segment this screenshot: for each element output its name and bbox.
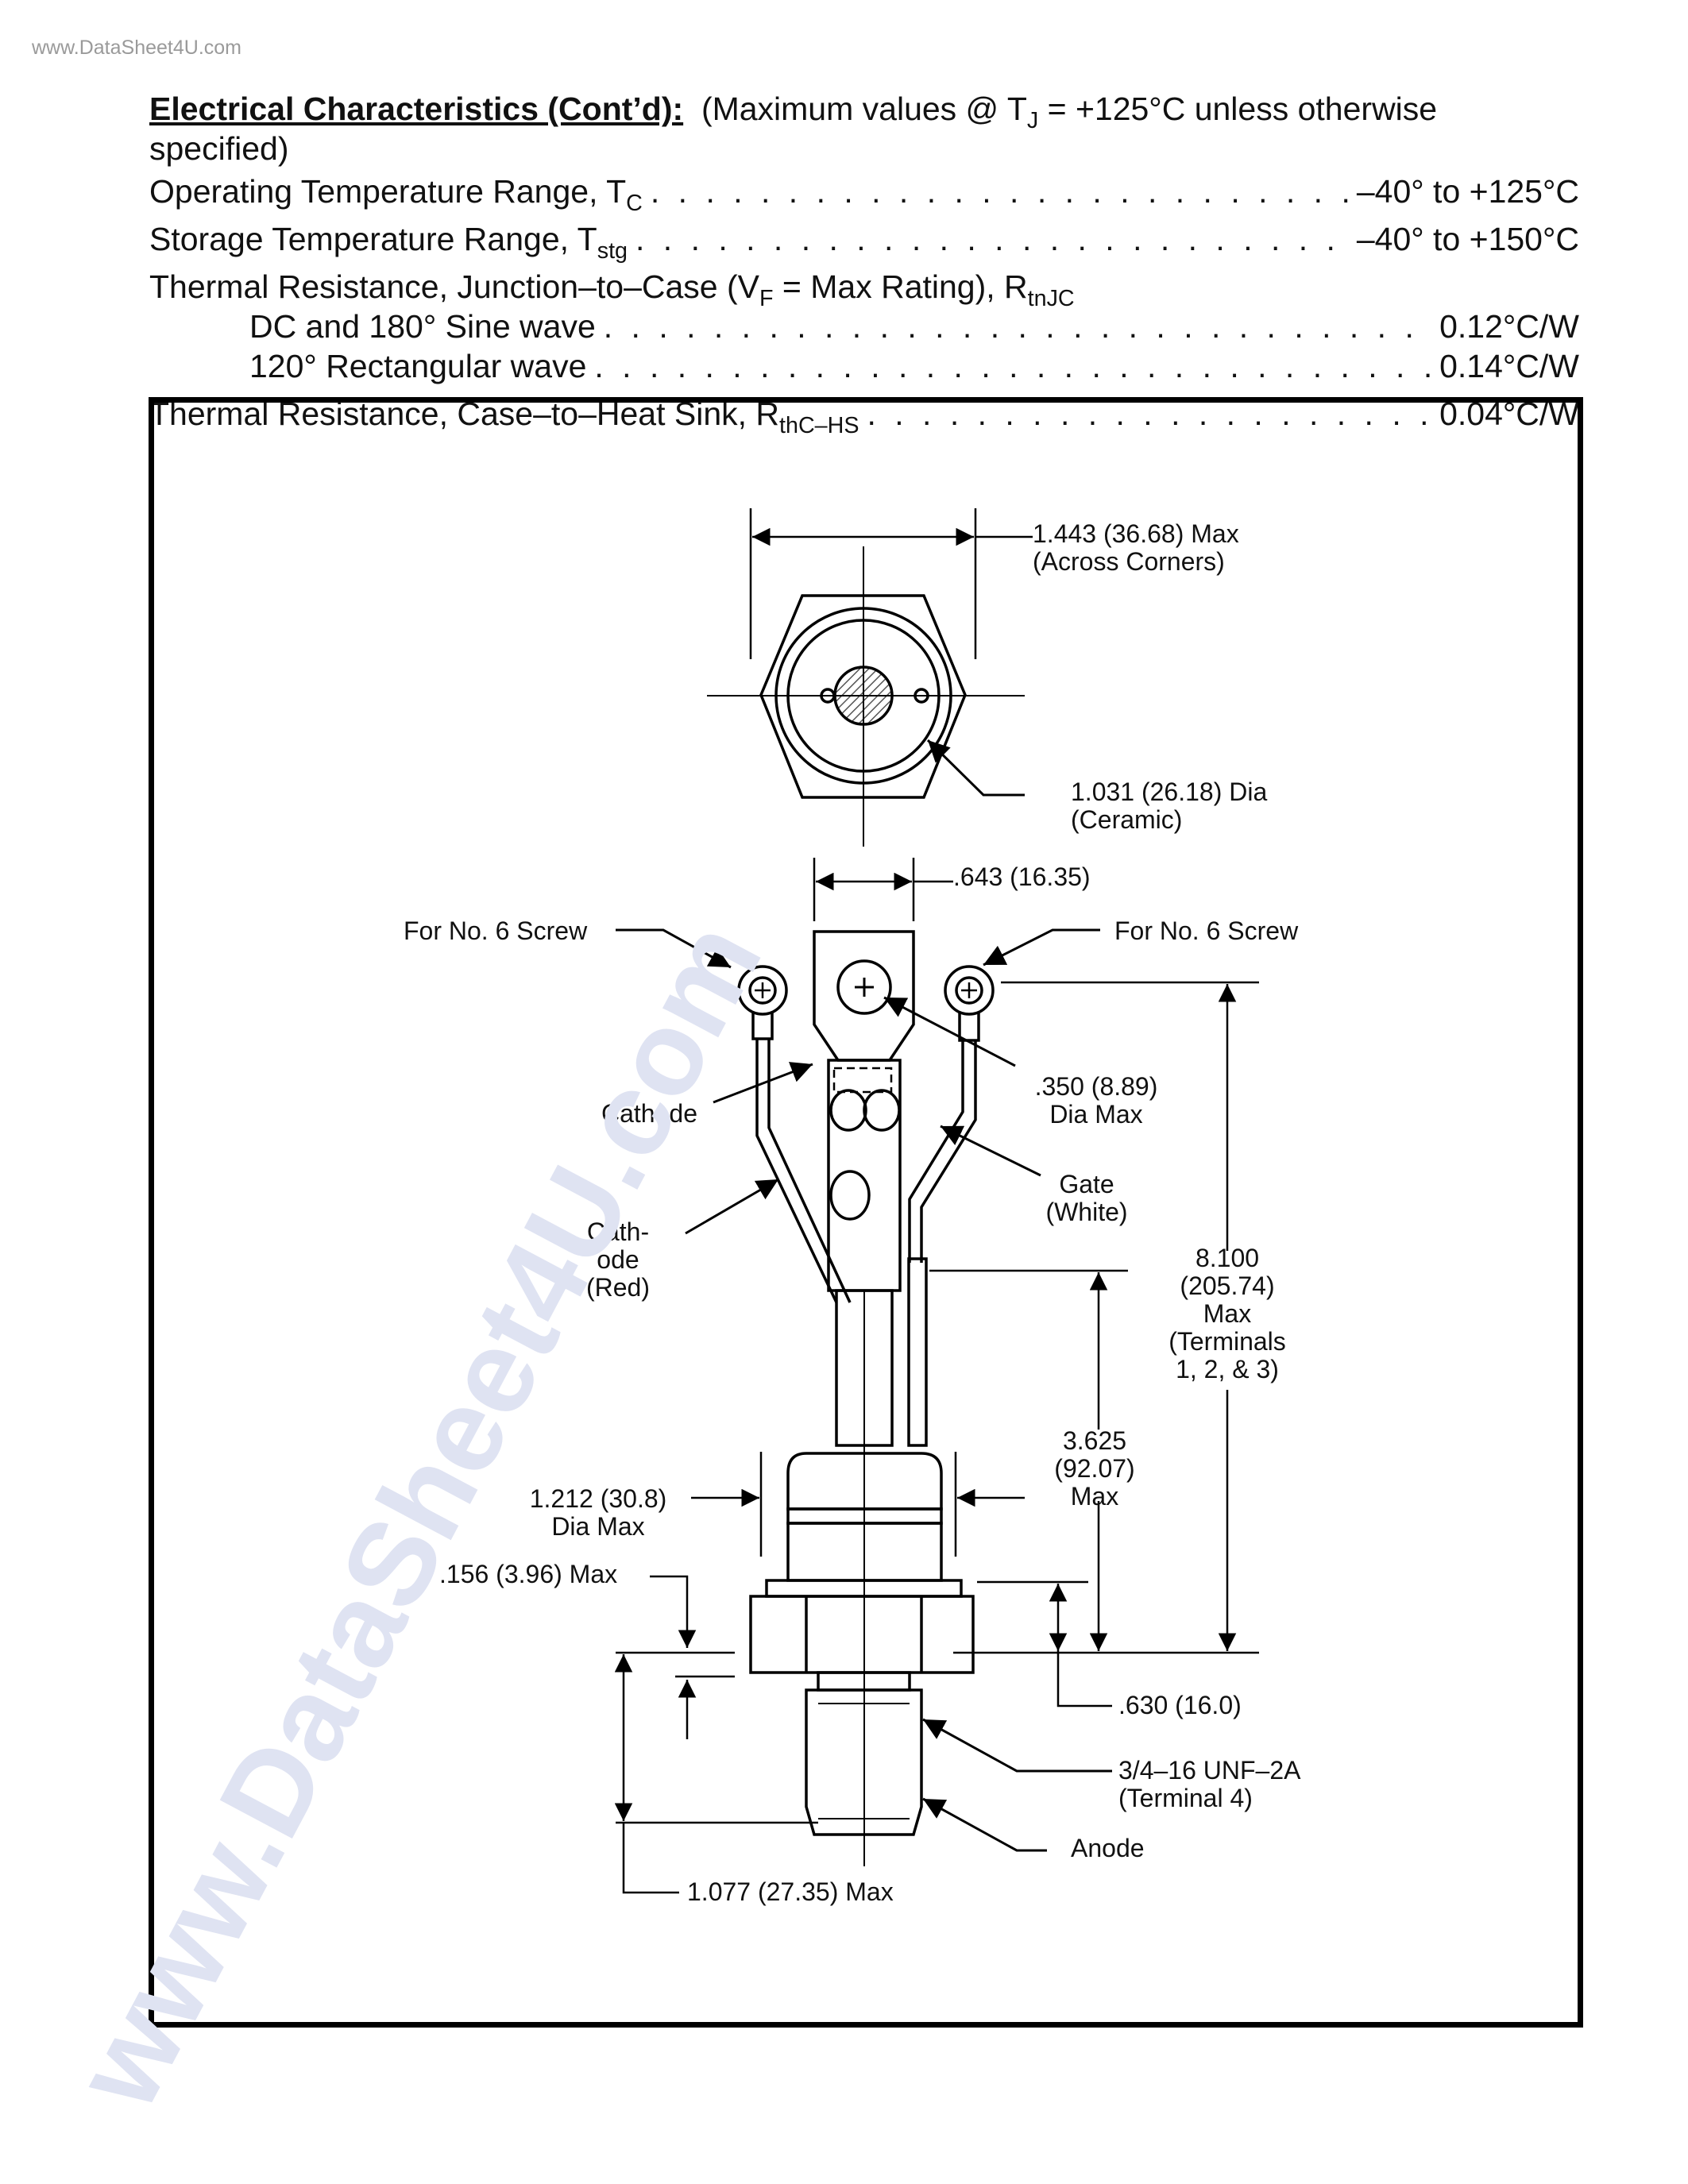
- spec-row-storage-temp: Storage Temperature Range, Tstg –40° to …: [149, 219, 1579, 262]
- label-cathode-red-2: ode: [597, 1245, 639, 1274]
- spec-row-rectangular: 120° Rectangular wave 0.14°C/W: [149, 346, 1579, 386]
- dim-1212-note: Dia Max: [551, 1512, 644, 1541]
- threaded-stud: [805, 1688, 923, 1836]
- label-screw-left: For No. 6 Screw: [404, 916, 588, 945]
- dim-8100-max: Max: [1203, 1299, 1251, 1328]
- dim-3625-max: Max: [1071, 1482, 1118, 1511]
- spec-row-operating-temp: Operating Temperature Range, TC –40° to …: [149, 172, 1579, 214]
- section-condition: (Maximum values @ TJ = +125°C unless oth…: [149, 91, 1438, 168]
- drawing-frame: [149, 397, 1583, 2028]
- dim-across-corners: 1.443 (36.68) Max: [1033, 519, 1239, 548]
- label-terminal-4: (Terminal 4): [1118, 1784, 1253, 1812]
- label-screw-right: For No. 6 Screw: [1114, 916, 1299, 945]
- spec-row-dc-sine: DC and 180° Sine wave 0.12°C/W: [149, 307, 1579, 346]
- dim-8100: 8.100: [1196, 1244, 1259, 1272]
- dim-ceramic-dia: 1.031 (26.18) Dia: [1071, 778, 1267, 806]
- dim-350-note: Dia Max: [1049, 1100, 1142, 1129]
- dim-8100-terminals: (Terminals: [1168, 1327, 1286, 1356]
- electrical-characteristics: Electrical Characteristics (Cont’d): (Ma…: [149, 89, 1579, 437]
- dim-3625: 3.625: [1063, 1426, 1126, 1455]
- dim-ceramic-note: (Ceramic): [1071, 805, 1182, 834]
- label-anode: Anode: [1071, 1834, 1145, 1862]
- label-cathode-red-3: (Red): [586, 1273, 650, 1302]
- dim-1077: 1.077 (27.35) Max: [687, 1877, 894, 1906]
- dim-across-corners-note: (Across Corners): [1033, 547, 1225, 576]
- section-title: Electrical Characteristics (Cont’d):: [149, 91, 684, 127]
- gate-lead-sleeve: [907, 1257, 928, 1447]
- dim-1212: 1.212 (30.8): [530, 1484, 667, 1513]
- section-header: Electrical Characteristics (Cont’d): (Ma…: [149, 89, 1579, 168]
- spec-row-thermal-jc: Thermal Resistance, Junction–to–Case (VF…: [149, 268, 1075, 312]
- label-gate-color: (White): [1045, 1198, 1127, 1226]
- spec-value: 0.12°C/W: [1439, 308, 1579, 345]
- label-cathode: Cathode: [601, 1099, 697, 1128]
- left-ring-terminal: [737, 965, 788, 1016]
- dim-8100-terminal-list: 1, 2, & 3): [1176, 1355, 1279, 1383]
- spec-value: –40° to +125°C: [1356, 173, 1579, 210]
- dim-8100-mm: (205.74): [1180, 1271, 1274, 1300]
- hex-base: [749, 1595, 975, 1674]
- dim-350: .350 (8.89): [1035, 1072, 1158, 1101]
- right-ring-terminal: [944, 965, 995, 1016]
- case-top: [786, 1452, 943, 1511]
- dim-156: .156 (3.96) Max: [439, 1560, 617, 1588]
- watermark-url: www.DataSheet4U.com: [32, 37, 242, 59]
- label-thread: 3/4–16 UNF–2A: [1118, 1756, 1301, 1785]
- spec-value: –40° to +150°C: [1356, 221, 1579, 258]
- dim-630: .630 (16.0): [1118, 1691, 1242, 1719]
- spec-value: 0.14°C/W: [1439, 348, 1579, 385]
- label-cathode-red-1: Cath-: [587, 1217, 649, 1246]
- dim-643: .643 (16.35): [953, 862, 1091, 891]
- dim-3625-mm: (92.07): [1054, 1454, 1134, 1483]
- label-gate: Gate: [1059, 1170, 1114, 1198]
